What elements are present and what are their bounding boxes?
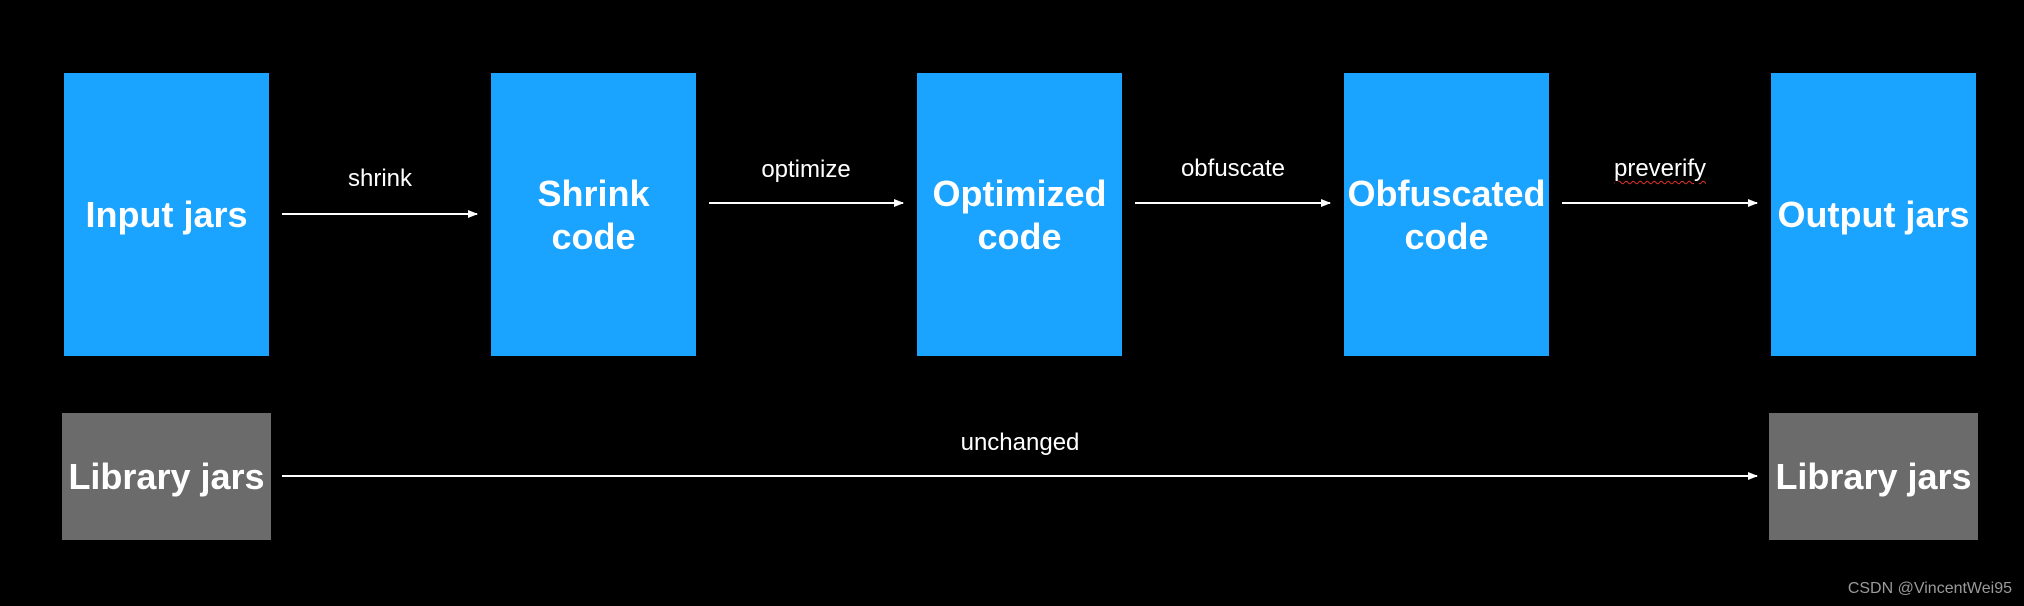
shrink-code-label: Shrink code bbox=[537, 172, 650, 257]
optimize-edge-label: optimize bbox=[761, 156, 851, 183]
optimized-code-node: Optimized code bbox=[917, 73, 1122, 356]
input-jars-node: Input jars bbox=[64, 73, 269, 356]
library-jars-input-node: Library jars bbox=[62, 413, 271, 540]
library-jars-output-node: Library jars bbox=[1769, 413, 1978, 540]
output-jars-label: Output jars bbox=[1777, 194, 1970, 235]
shrink-code-node: Shrink code bbox=[491, 73, 696, 356]
output-jars-node: Output jars bbox=[1771, 73, 1976, 356]
library-jars-output-label: Library jars bbox=[1775, 456, 1972, 497]
unchanged-edge-label: unchanged bbox=[960, 429, 1080, 456]
input-jars-label: Input jars bbox=[85, 194, 248, 235]
obfuscate-edge-label: obfuscate bbox=[1180, 155, 1286, 182]
obfuscated-code-label: Obfuscated code bbox=[1347, 172, 1546, 257]
preverify-edge-label: preverify bbox=[1560, 155, 1760, 183]
watermark-text: CSDN @VincentWei95 bbox=[1847, 580, 2012, 597]
preverify-edge-text: preverify bbox=[1613, 155, 1707, 182]
shrink-edge-label: shrink bbox=[347, 165, 413, 192]
optimized-code-label: Optimized code bbox=[932, 172, 1107, 257]
library-jars-input-label: Library jars bbox=[68, 456, 265, 497]
obfuscated-code-node: Obfuscated code bbox=[1344, 73, 1549, 356]
